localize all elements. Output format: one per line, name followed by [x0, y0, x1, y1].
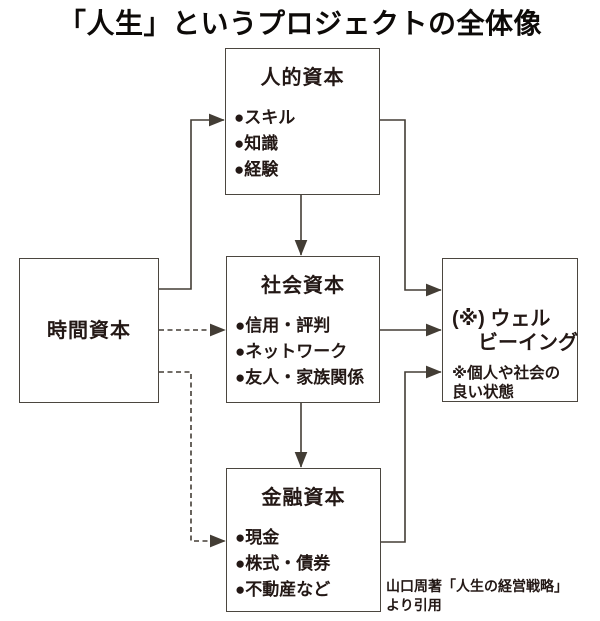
arrow-time-to-human: [159, 113, 225, 290]
human-capital-items: ●スキル ●知識 ●経験: [226, 105, 379, 183]
bullet-item: ●ネットワーク: [235, 342, 348, 361]
wellbeing-box: (※) ウェル ビーイング ※個人や社会の 良い状態: [442, 258, 578, 402]
wellbeing-note: ※個人や社会の 良い状態: [452, 364, 571, 402]
time-capital-label: 時間資本: [47, 319, 131, 342]
wellbeing-label-line1: (※) ウェル: [452, 308, 551, 330]
time-capital-box: 時間資本: [19, 258, 159, 403]
wellbeing-content: (※) ウェル ビーイング ※個人や社会の 良い状態: [443, 259, 578, 402]
arrow-time-to-financial: [159, 371, 226, 548]
social-capital-box: 社会資本 ●信用・評判 ●ネットワーク ●友人・家族関係: [226, 256, 380, 403]
bullet-item: ●信用・評判: [235, 316, 331, 335]
arrow-financial-to-wellbeing: [381, 365, 442, 543]
bullet-item: ●友人・家族関係: [235, 368, 365, 387]
wellbeing-note-line1: ※個人や社会の: [452, 365, 561, 382]
bullet-item: ●スキル: [234, 108, 296, 127]
attribution-line2: より引用: [386, 597, 442, 613]
attribution-line1: 山口周著「人生の経営戦略」: [386, 578, 568, 594]
bullet-item: ●現金: [235, 528, 280, 547]
bullet-item: ●不動産など: [235, 580, 331, 599]
wellbeing-label-line2: ビーイング: [478, 332, 578, 354]
financial-capital-items: ●現金 ●株式・債券 ●不動産など: [227, 525, 380, 603]
financial-capital-box: 金融資本 ●現金 ●株式・債券 ●不動産など: [226, 468, 381, 612]
social-capital-label: 社会資本: [261, 275, 345, 297]
page-title: 「人生」というプロジェクトの全体像: [58, 8, 542, 39]
arrow-human-to-wellbeing: [380, 119, 442, 297]
bullet-item: ●株式・債券: [235, 554, 331, 573]
social-capital-items: ●信用・評判 ●ネットワーク ●友人・家族関係: [227, 313, 379, 391]
wellbeing-note-line2: 良い状態: [452, 384, 515, 401]
human-capital-label: 人的資本: [260, 67, 345, 89]
bullet-item: ●経験: [234, 160, 279, 179]
bullet-item: ●知識: [234, 134, 279, 153]
human-capital-box: 人的資本 ●スキル ●知識 ●経験: [225, 48, 380, 195]
financial-capital-label: 金融資本: [261, 487, 346, 509]
attribution: 山口周著「人生の経営戦略」 より引用: [386, 577, 568, 615]
